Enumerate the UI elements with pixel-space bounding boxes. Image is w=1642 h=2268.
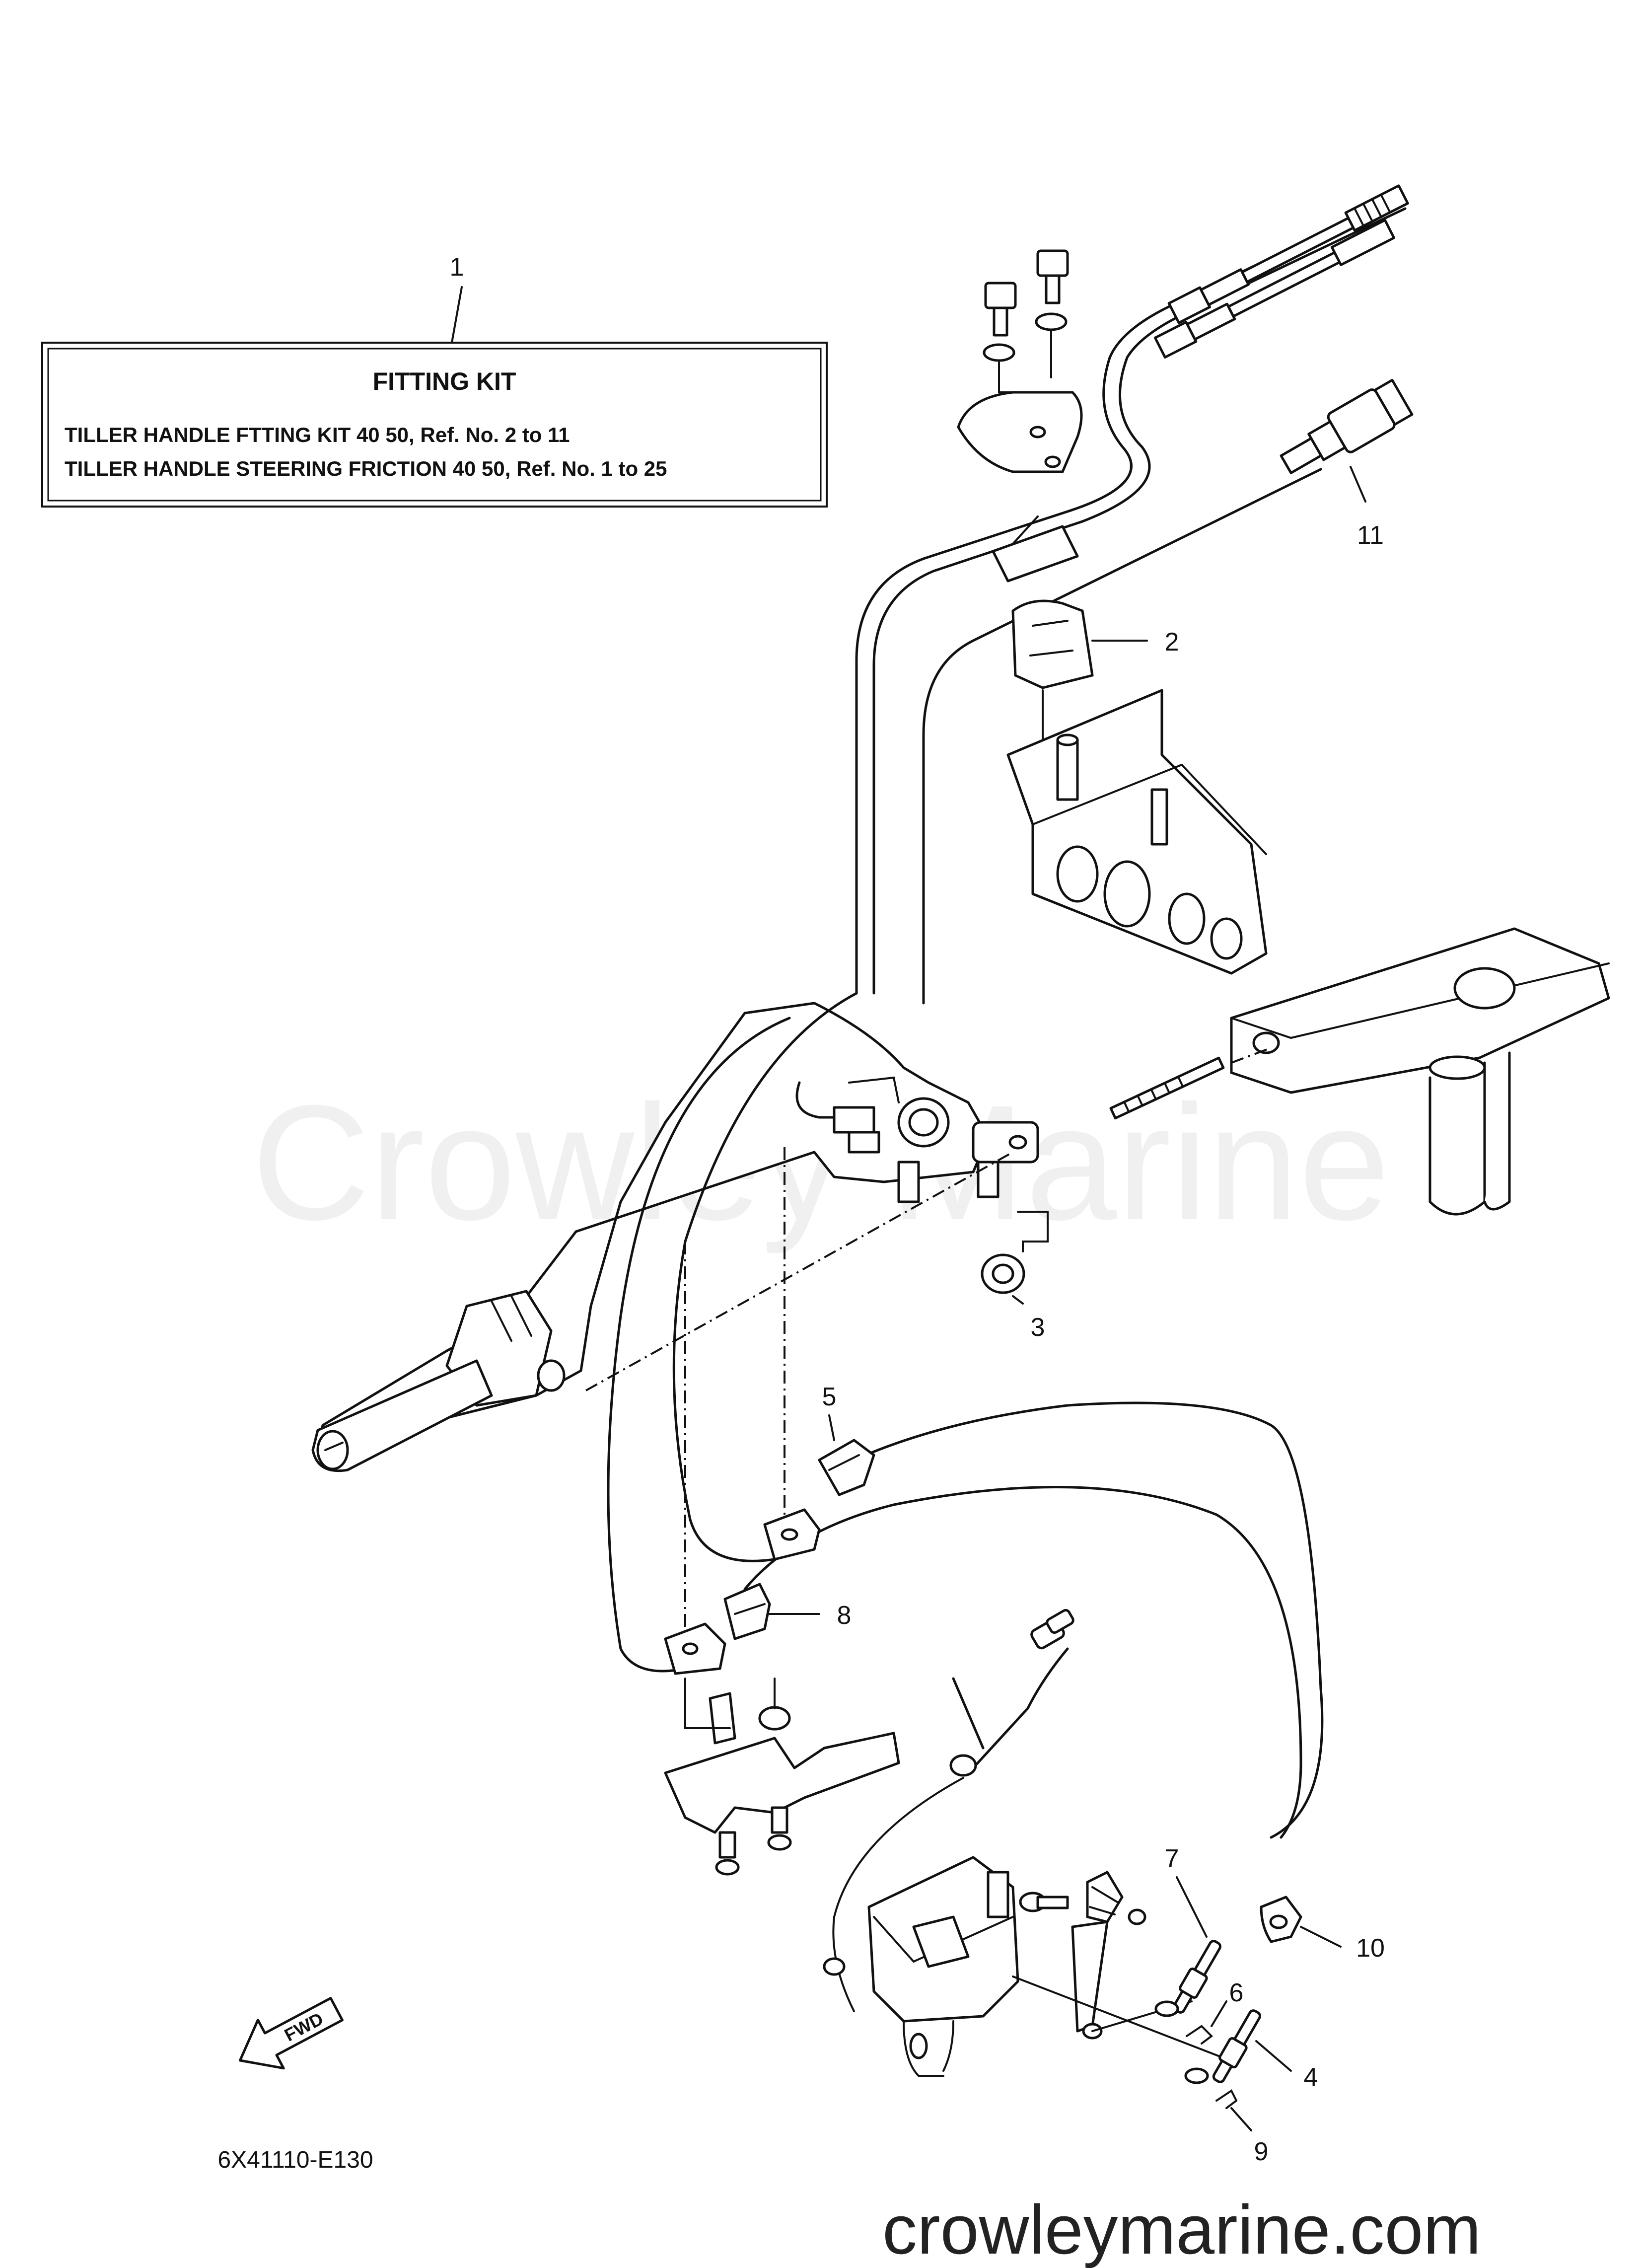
- callout-5: 5: [822, 1383, 837, 1411]
- part-7-cable-end: 7: [1154, 1844, 1221, 2017]
- fitting-kit-box: FITTING KIT TILLER HANDLE FTTING KIT 40 …: [41, 253, 828, 508]
- tiller-handle: [311, 1002, 1039, 1472]
- callout-3: 3: [1031, 1313, 1045, 1342]
- callout-2: 2: [1165, 628, 1179, 657]
- steering-arm: [1230, 927, 1610, 1216]
- fitting-kit-title: FITTING KIT: [373, 367, 516, 395]
- fwd-arrow-icon: FWD: [238, 1997, 344, 2070]
- lower-bracket-plate: [664, 1678, 900, 1876]
- tiller-bracket-housing: [1006, 689, 1268, 975]
- part-4-cable-end: 4: [1184, 2009, 1318, 2092]
- part-2-grommet: 2: [1011, 599, 1179, 756]
- part-6-pin: 6: [1186, 1978, 1244, 2045]
- callout-8: 8: [837, 1601, 852, 1630]
- website-text: crowleymarine.com: [882, 2191, 1481, 2268]
- friction-stud: [585, 1047, 1272, 1391]
- callout-7: 7: [1165, 1844, 1179, 1873]
- cable-clamp-bracket: [957, 249, 1083, 583]
- wire-harness: [607, 992, 1324, 1839]
- part-9-pin: 9: [1215, 2089, 1269, 2166]
- part-3-nut: 3: [981, 1211, 1049, 1342]
- callout-10: 10: [1356, 1934, 1385, 1963]
- callout-11: 11: [1357, 521, 1384, 550]
- control-cables-top: [855, 184, 1409, 995]
- callout-6: 6: [1229, 1978, 1244, 2007]
- fitting-kit-line-2: TILLER HANDLE STEERING FRICTION 40 50, R…: [65, 457, 667, 480]
- fitting-kit-line-1: TILLER HANDLE FTTING KIT 40 50, Ref. No.…: [65, 423, 570, 446]
- callout-4: 4: [1304, 2063, 1318, 2092]
- callout-9: 9: [1254, 2137, 1269, 2166]
- callout-1: 1: [450, 253, 464, 282]
- part-5-clip: 5: [763, 1383, 875, 1561]
- part-10-clip: 10: [1260, 1896, 1385, 1963]
- part-8-clip: 8: [664, 1583, 852, 1675]
- part-11-connector: 11: [922, 378, 1414, 1005]
- shift-mechanism: [823, 1609, 1232, 2077]
- diagram-code: 6X41110-E130: [217, 2147, 373, 2173]
